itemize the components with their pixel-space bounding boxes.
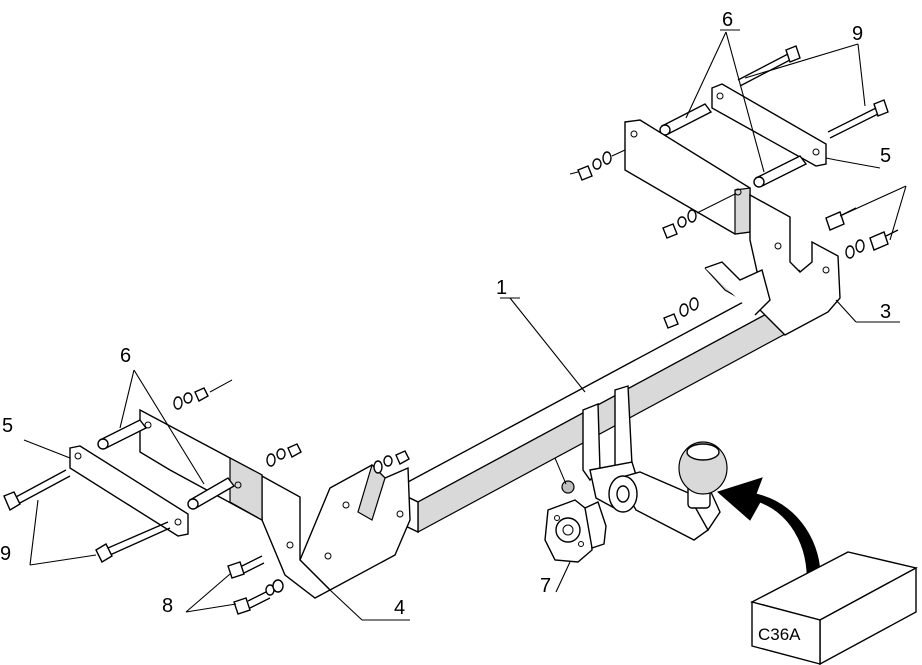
left-short-bolts: [227, 555, 284, 615]
callout-spacer-right: 6: [722, 9, 733, 31]
left-outer-plate: [69, 445, 189, 537]
right-nuts-washers: [569, 149, 899, 329]
ball-type-label: C36A: [758, 625, 801, 644]
left-side-bracket: [259, 463, 411, 599]
right-outer-plate: [711, 83, 827, 167]
right-long-bolts: [737, 45, 889, 139]
callout-right-bracket: 3: [880, 301, 891, 323]
callout-electrical-socket: 7: [540, 575, 551, 597]
ball-type-box: C36A: [750, 551, 918, 665]
tow-hook-assembly: [561, 385, 728, 541]
callout-numbers: 1 3 4 5 5 6 6 9 9 8 7: [0, 9, 891, 619]
callout-bolts-left: 8: [162, 595, 173, 617]
right-side-bracket: [704, 193, 841, 336]
leader-lines: [23, 29, 907, 621]
left-long-bolts: [3, 469, 171, 563]
callout-long-bolts-left: 9: [0, 543, 11, 565]
electrical-socket-bracket: [544, 457, 607, 563]
callout-plate-left: 5: [2, 415, 13, 437]
callout-long-bolts-right: 9: [852, 23, 863, 45]
callout-left-bracket: 4: [394, 597, 405, 619]
left-spacers: [97, 419, 236, 510]
callout-spacer-left: 6: [120, 345, 131, 367]
instruction-arrow: [717, 477, 821, 594]
callout-main-bar: 1: [496, 277, 507, 299]
left-nuts-washers: [173, 379, 410, 474]
callout-plate-right: 5: [880, 145, 891, 167]
